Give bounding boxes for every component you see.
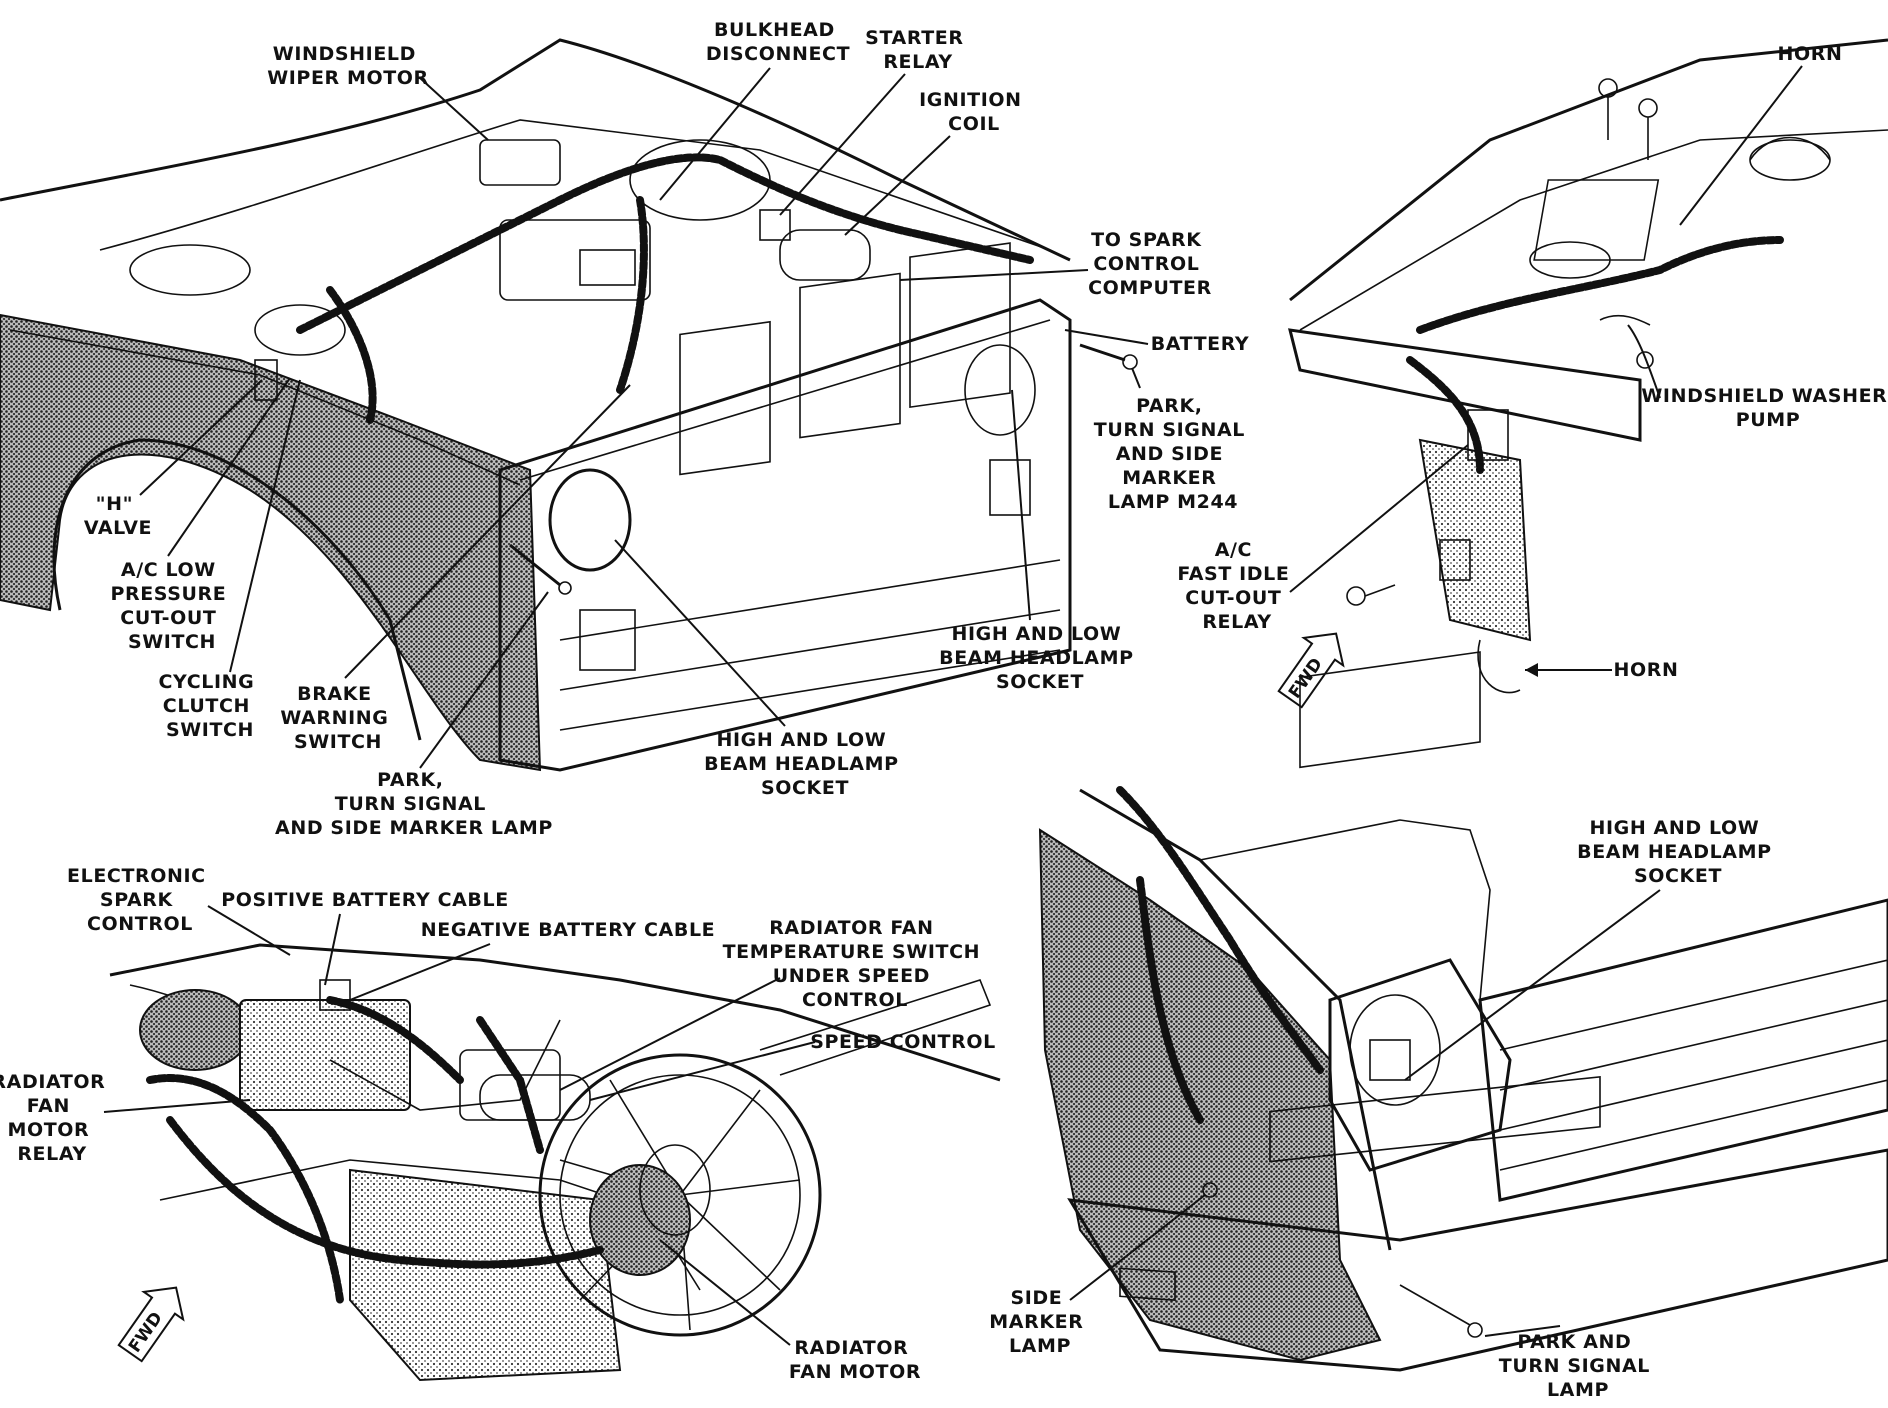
label-horn-top: HORN (1778, 43, 1843, 65)
label-battery: BATTERY (1151, 333, 1250, 355)
fan-harness (146, 1074, 344, 1304)
label-park-turn-signal-m244: PARK, TURN SIGNAL AND SIDE MARKER LAMP M… (1094, 395, 1252, 513)
label-park-turn-side-marker-lamp: PARK, TURN SIGNAL AND SIDE MARKER LAMP (275, 769, 553, 839)
label-horn-bottom: HORN (1614, 659, 1679, 681)
left-headlamp-housing (548, 468, 632, 572)
label-radiator-fan-temperature-switch: RADIATOR FAN TEMPERATURE SWITCH UNDER SP… (723, 917, 988, 1011)
label-starter-relay: STARTER RELAY (865, 27, 971, 73)
horn-bracket (1533, 179, 1660, 261)
corner-harness (1116, 786, 1324, 1074)
engine-compartment-panel (0, 38, 1138, 772)
radiator-fan (538, 1053, 822, 1337)
bolt-icon (1636, 351, 1654, 369)
label-to-spark-control-computer: TO SPARK CONTROL COMPUTER (1088, 229, 1212, 299)
horn-area-panel (1288, 38, 1888, 694)
park-lamp-bulb (1467, 1322, 1483, 1338)
battery-post (319, 979, 351, 1011)
ignition-coil-body (779, 229, 871, 281)
label-brake-warning-switch: BRAKE WARNING SWITCH (280, 683, 395, 753)
label-cycling-clutch-switch: CYCLING CLUTCH SWITCH (158, 671, 261, 741)
radiator-fan-labels: ELECTRONIC SPARK CONTROL POSITIVE BATTER… (0, 865, 996, 1383)
front-corner-panel (1038, 651, 1888, 1372)
left-fender (0, 313, 542, 772)
front-bumper (1067, 1148, 1888, 1372)
label-ac-low-pressure-switch: A/C LOW PRESSURE CUT-OUT SWITCH (110, 559, 233, 653)
engine-wiring-harness (296, 153, 1034, 334)
strut-tower (1749, 139, 1831, 181)
bolt-icon (1638, 98, 1658, 118)
side-marker-lens (1119, 1267, 1176, 1302)
right-headlamp-housing (964, 344, 1036, 436)
engine-compartment-labels: WINDSHIELD WIPER MOTOR BULKHEAD DISCONNE… (84, 19, 1252, 839)
label-electronic-spark-control: ELECTRONIC SPARK CONTROL (67, 865, 213, 935)
label-park-and-turn-signal-lamp: PARK AND TURN SIGNAL LAMP (1499, 1331, 1657, 1401)
fan-motor-body (589, 1164, 691, 1276)
side-marker-bulb (1202, 1182, 1218, 1198)
fwd-arrow-icon: FWD (1277, 632, 1345, 709)
label-corner-headlamp-socket: HIGH AND LOW BEAM HEADLAMP SOCKET (1577, 817, 1779, 887)
horn-area-labels: HORN WINDSHIELD WASHER PUMP A/C FAST IDL… (1177, 43, 1888, 681)
front-corner-labels: HIGH AND LOW BEAM HEADLAMP SOCKET SIDE M… (989, 817, 1779, 1401)
label-side-marker-lamp: SIDE MARKER LAMP (989, 1287, 1090, 1357)
fwd-arrow-icon: FWD (117, 1286, 185, 1363)
headlamp-socket (1369, 1039, 1411, 1081)
label-bulkhead-disconnect: BULKHEAD DISCONNECT (706, 19, 850, 65)
wiper-motor-body (479, 139, 561, 186)
battery-box (239, 999, 411, 1111)
h-valve-body (254, 359, 278, 401)
label-ac-fast-idle-relay: A/C FAST IDLE CUT-OUT RELAY (1177, 539, 1296, 633)
label-ignition-coil: IGNITION COIL (919, 89, 1029, 135)
bolt-icon (1346, 586, 1366, 606)
label-headlamp-socket-center: HIGH AND LOW BEAM HEADLAMP SOCKET (704, 729, 906, 799)
horn-area-harness (1416, 236, 1784, 334)
label-windshield-washer-pump: WINDSHIELD WASHER PUMP (1641, 385, 1888, 431)
label-speed-control: SPEED CONTROL (810, 1031, 996, 1053)
grille (1478, 898, 1888, 1202)
label-headlamp-socket-right: HIGH AND LOW BEAM HEADLAMP SOCKET (939, 623, 1141, 693)
label-positive-battery-cable: POSITIVE BATTERY CABLE (221, 889, 509, 911)
radiator-fan-panel (109, 943, 1001, 1382)
label-negative-battery-cable: NEGATIVE BATTERY CABLE (421, 919, 715, 941)
fast-idle-relay-body (1467, 409, 1509, 461)
speed-control-servo (479, 1074, 591, 1121)
label-radiator-fan-motor-relay: RADIATOR FAN MOTOR RELAY (0, 1071, 113, 1165)
air-cleaner (139, 989, 251, 1071)
label-windshield-wiper-motor: WINDSHIELD WIPER MOTOR (267, 43, 429, 89)
label-h-valve: "H" VALVE (84, 493, 152, 539)
label-radiator-fan-motor: RADIATOR FAN MOTOR (789, 1337, 921, 1383)
